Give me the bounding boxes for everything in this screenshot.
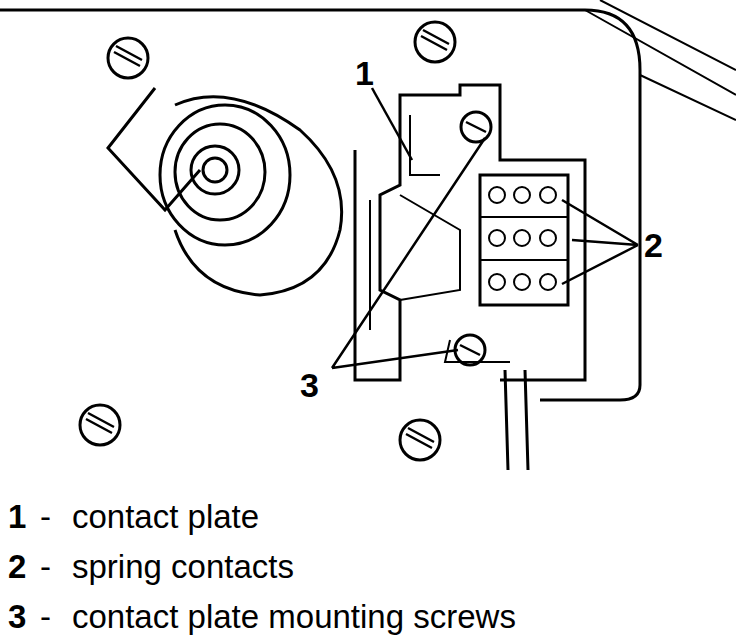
contact-plate — [355, 85, 585, 380]
key-number: 2 — [8, 550, 26, 583]
housing-screw — [400, 420, 440, 460]
key-number: 1 — [8, 500, 26, 533]
key-dash: - — [40, 500, 51, 533]
spring-contacts — [489, 187, 556, 290]
mounting-screw — [461, 112, 491, 142]
housing-screw — [80, 405, 120, 445]
callout-number: 2 — [644, 228, 663, 262]
housing-screw — [415, 22, 455, 62]
housing-screw — [108, 38, 148, 78]
housing-outline — [0, 10, 640, 400]
key-dash: - — [40, 550, 51, 583]
wire-harness — [505, 370, 528, 470]
key-dash: - — [40, 600, 51, 633]
key-text: contact plate — [72, 500, 259, 533]
column-stalk — [585, 0, 736, 120]
callout-number: 1 — [355, 56, 374, 90]
callout-number: 3 — [300, 368, 319, 402]
lock-cylinder — [108, 88, 342, 295]
leader-line — [562, 200, 638, 284]
leader-line — [332, 138, 485, 368]
leader-line — [372, 88, 412, 160]
key-text: spring contacts — [72, 550, 294, 583]
key-number: 3 — [8, 600, 26, 633]
key-text: contact plate mounting screws — [72, 600, 516, 633]
